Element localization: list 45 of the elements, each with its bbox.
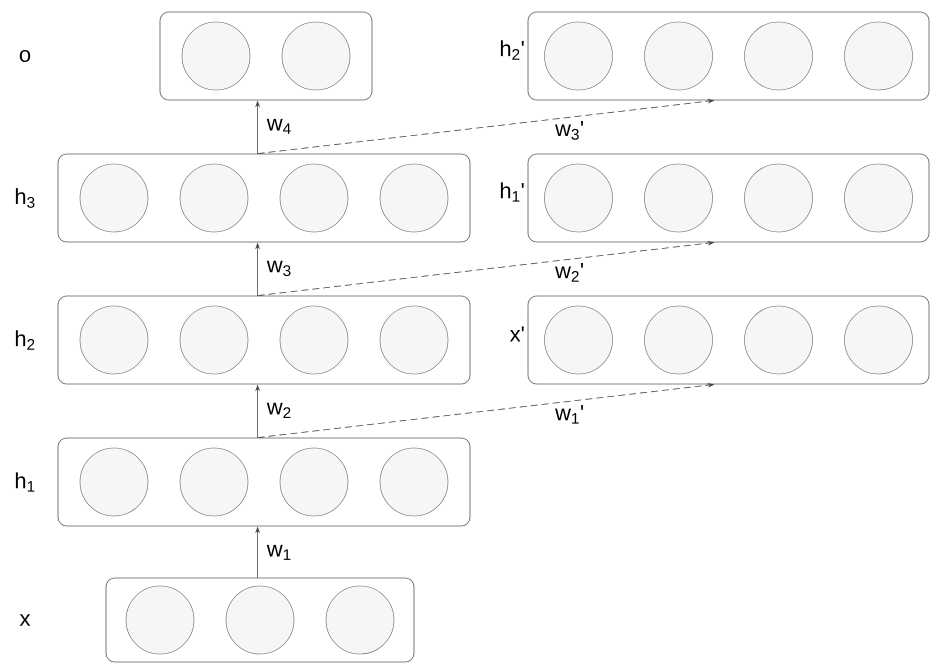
neuron-circle bbox=[744, 164, 813, 232]
layer-box bbox=[160, 12, 372, 100]
layer-label: h$_{3}$ bbox=[16, 188, 34, 208]
neuron-circle bbox=[380, 448, 448, 516]
neuron-circle bbox=[844, 306, 913, 374]
neuron-circle bbox=[644, 306, 713, 374]
edge-label: w$_{1}$ bbox=[266, 544, 293, 561]
neuron-circle bbox=[180, 306, 248, 374]
neuron-circle bbox=[280, 448, 348, 516]
neuron-circle bbox=[182, 22, 250, 90]
neuron-circle bbox=[226, 586, 294, 654]
neuron-circle bbox=[544, 22, 613, 90]
neuron-circle bbox=[80, 306, 148, 374]
layer-label: h$_{2}$' bbox=[500, 40, 524, 60]
neuron-circle bbox=[644, 164, 713, 232]
layer-label: h$_{1}$ bbox=[16, 472, 34, 492]
neuron-circle bbox=[380, 306, 448, 374]
neuron-circle bbox=[126, 586, 194, 654]
edge-label: w$_{3}$' bbox=[554, 120, 586, 141]
neuron-circle bbox=[844, 22, 913, 90]
neuron-circle bbox=[282, 22, 350, 90]
edge-label: w$_{4}$ bbox=[266, 118, 293, 135]
edge-label: w$_{2}$ bbox=[266, 402, 293, 419]
layer-label: h$_{2}$ bbox=[16, 330, 34, 350]
layer-label: x' bbox=[510, 326, 524, 342]
neuron-circle bbox=[744, 22, 813, 90]
edge-label: w$_{2}$' bbox=[554, 262, 586, 283]
neuron-circle bbox=[80, 448, 148, 516]
layer-label: x bbox=[20, 614, 30, 626]
neuron-circle bbox=[544, 164, 613, 232]
neuron-circle bbox=[180, 164, 248, 232]
edge-label: w$_{3}$ bbox=[266, 260, 293, 278]
layer-label: h$_{1}$' bbox=[500, 182, 524, 202]
neuron-circle bbox=[844, 164, 913, 232]
layer-label: o bbox=[20, 50, 30, 62]
neuron-circle bbox=[326, 586, 394, 654]
neuron-circle bbox=[380, 164, 448, 232]
edge-label: w$_{1}$' bbox=[554, 404, 586, 425]
neuron-circle bbox=[180, 448, 248, 516]
neuron-circle bbox=[744, 306, 813, 374]
neuron-circle bbox=[644, 22, 713, 90]
neuron-circle bbox=[80, 164, 148, 232]
neuron-circle bbox=[544, 306, 613, 374]
neuron-circle bbox=[280, 306, 348, 374]
neuron-circle bbox=[280, 164, 348, 232]
